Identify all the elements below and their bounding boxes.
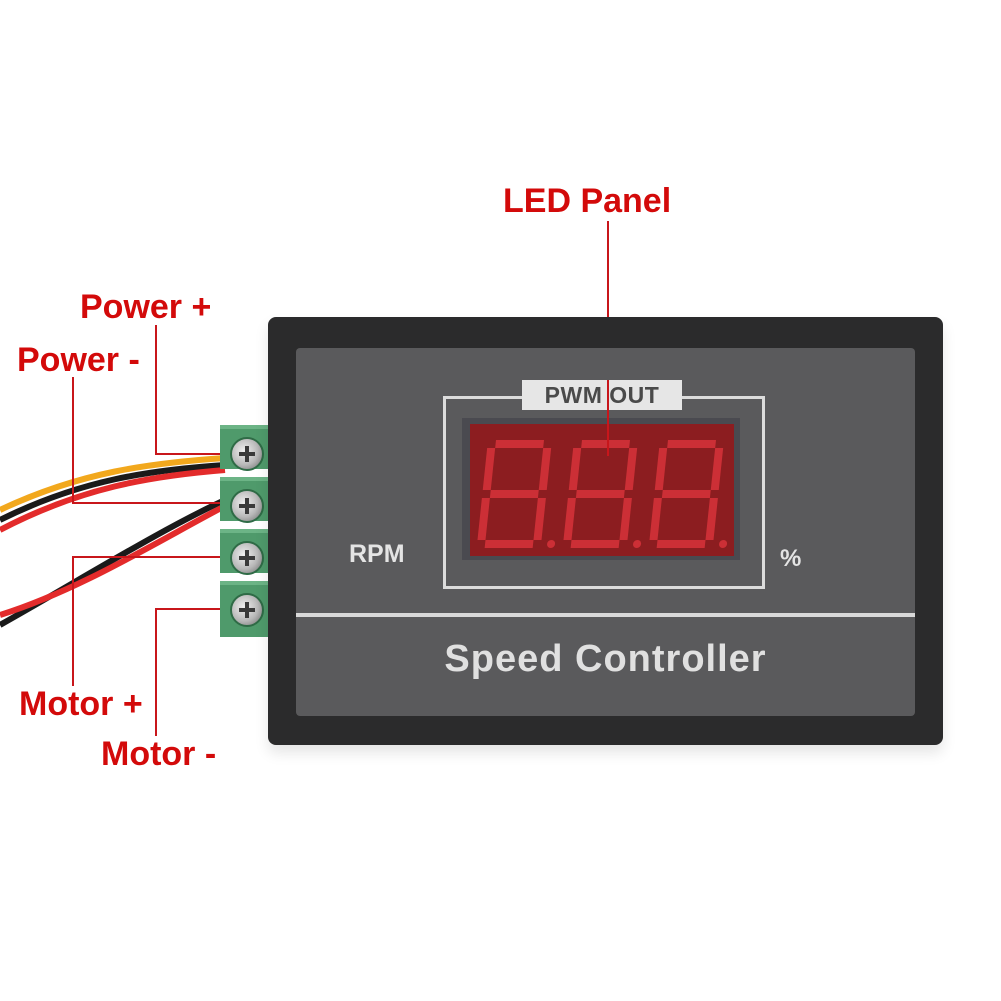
device-title: Speed Controller <box>444 638 767 680</box>
wires <box>0 455 227 628</box>
leader-power-minus-v <box>72 377 74 504</box>
callout-power-minus: Power - <box>17 341 140 379</box>
callout-led-panel: LED Panel <box>503 182 672 220</box>
leader-power-plus-h <box>155 453 225 455</box>
display-label: PWM OUT <box>544 382 660 408</box>
percent-unit-label: % <box>780 545 802 572</box>
leader-motor-minus-v <box>155 608 157 736</box>
screw-icon <box>230 489 264 523</box>
leader-motor-plus-h <box>72 556 225 558</box>
seven-segment-digits <box>477 440 728 548</box>
callout-power-plus: Power + <box>80 288 212 326</box>
screw-icon <box>230 437 264 471</box>
screw-icon <box>230 541 264 575</box>
callout-motor-minus: Motor - <box>101 735 217 773</box>
leader-power-minus-h <box>72 502 225 504</box>
rpm-unit-label: RPM <box>349 540 405 568</box>
leader-led-panel-overlay <box>607 380 609 456</box>
faceplate-divider <box>296 613 915 617</box>
leader-motor-plus-v <box>72 556 74 686</box>
leader-motor-minus-h <box>155 608 225 610</box>
led-display <box>470 424 734 556</box>
leader-power-plus-v <box>155 325 157 455</box>
display-label-box <box>522 380 682 410</box>
screw-icon <box>230 593 264 627</box>
callout-motor-plus: Motor + <box>19 685 143 723</box>
